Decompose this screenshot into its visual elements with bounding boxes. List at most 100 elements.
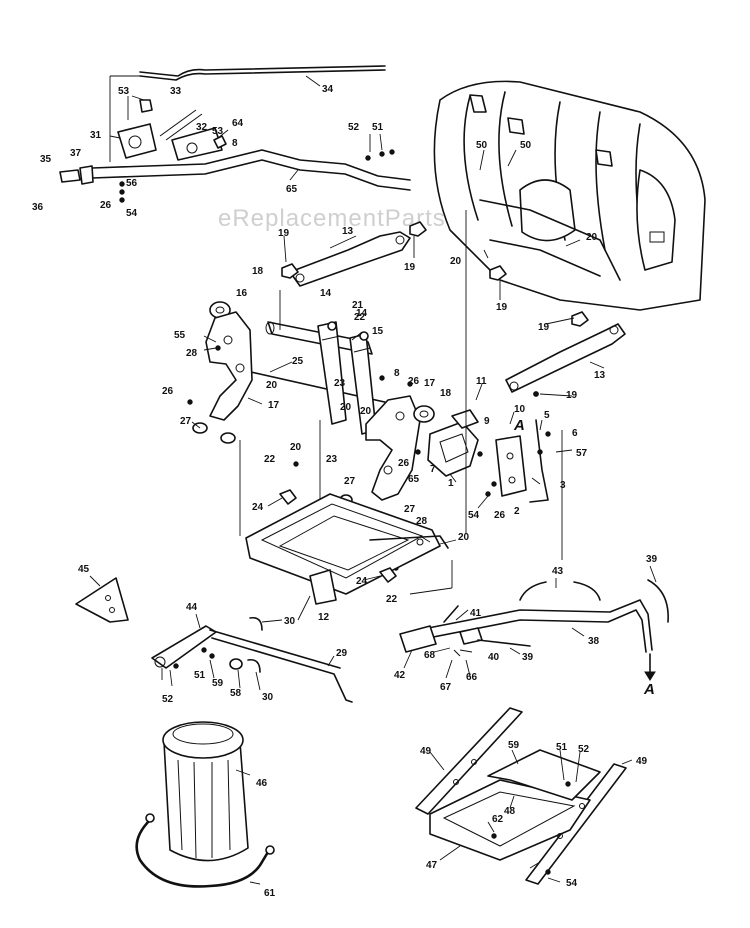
callout-9: 9 xyxy=(484,416,490,427)
callout-27-left: 27 xyxy=(180,416,192,427)
callout-28-right: 28 xyxy=(416,516,428,527)
callout-26-top: 26 xyxy=(100,200,112,211)
callout-31: 31 xyxy=(90,130,102,141)
part-24-nuts xyxy=(279,489,397,583)
part-31-bracket-assembly xyxy=(117,99,227,161)
part-17-left-plate xyxy=(205,311,253,421)
callout-42: 42 xyxy=(394,670,406,681)
callout-32: 32 xyxy=(196,122,208,133)
callout-55: 55 xyxy=(174,330,186,341)
callout-19-a: 19 xyxy=(278,228,290,239)
callout-52-mid: 52 xyxy=(162,694,174,705)
callout-14-left: 14 xyxy=(320,288,332,299)
callout-10: 10 xyxy=(514,404,526,415)
callout-48: 48 xyxy=(504,806,516,817)
callout-26-mid: 26 xyxy=(408,376,420,387)
callout-51-right: 51 xyxy=(556,742,568,753)
part-34-rod xyxy=(139,65,386,81)
part-12-frame xyxy=(245,493,449,605)
callout-45: 45 xyxy=(78,564,90,575)
callout-20-d: 20 xyxy=(360,406,372,417)
callout-46: 46 xyxy=(256,778,268,789)
callout-20-g: 20 xyxy=(340,402,352,413)
callout-25: 25 xyxy=(292,356,304,367)
callout-5: 5 xyxy=(544,410,550,421)
callout-65-top: 65 xyxy=(286,184,298,195)
callout-20-f: 20 xyxy=(458,532,470,543)
callout-65-mid: 65 xyxy=(408,474,420,485)
part-19-nuts xyxy=(281,221,589,397)
ref-letter-a-upper: A xyxy=(513,417,525,434)
part-61-cable xyxy=(135,813,275,888)
callout-41: 41 xyxy=(470,608,482,619)
callout-labels: 1 2 3 5 6 7 8 8 9 10 11 12 13 13 14 14 1… xyxy=(32,84,658,899)
callout-66: 66 xyxy=(466,672,478,683)
callout-38: 38 xyxy=(588,636,600,647)
part-2-bracket xyxy=(495,435,527,497)
callout-7: 7 xyxy=(430,464,436,475)
callout-49-left: 49 xyxy=(420,746,432,757)
arrow-head-a-lower xyxy=(644,671,656,681)
part-13-arm-lower xyxy=(505,323,626,393)
callout-64: 64 xyxy=(232,118,244,129)
part-3-rod xyxy=(529,419,549,503)
callout-24-left: 24 xyxy=(252,502,264,513)
callout-49-right: 49 xyxy=(636,756,648,767)
callout-51-mid: 51 xyxy=(194,670,206,681)
callout-30-top: 30 xyxy=(284,616,296,627)
callout-20-b: 20 xyxy=(586,232,598,243)
part-38-handle xyxy=(399,579,669,657)
callout-50-left: 50 xyxy=(476,140,488,151)
callout-19-b: 19 xyxy=(404,262,416,273)
callout-13-lower: 13 xyxy=(594,370,606,381)
callout-40: 40 xyxy=(488,652,500,663)
callout-51-top: 51 xyxy=(372,122,384,133)
callout-6: 6 xyxy=(572,428,578,439)
callout-33: 33 xyxy=(170,86,182,97)
callout-54-mid: 54 xyxy=(468,510,480,521)
callout-52-right: 52 xyxy=(578,744,590,755)
part-18-bushing xyxy=(413,405,435,423)
callout-1: 1 xyxy=(448,478,454,489)
callout-14-right: 14 xyxy=(356,308,368,319)
callout-68: 68 xyxy=(424,650,436,661)
callout-22-left: 22 xyxy=(264,454,276,465)
callout-15: 15 xyxy=(372,326,384,337)
callout-18-left: 18 xyxy=(252,266,264,277)
callout-30-bottom: 30 xyxy=(262,692,274,703)
callout-39-mid: 39 xyxy=(522,652,534,663)
callout-18-right: 18 xyxy=(440,388,452,399)
callout-23-b: 23 xyxy=(326,454,338,465)
callout-26-left: 26 xyxy=(162,386,174,397)
leader-lines xyxy=(89,75,657,885)
callout-58: 58 xyxy=(230,688,242,699)
callout-20-e: 20 xyxy=(290,442,302,453)
callout-36: 36 xyxy=(32,202,44,213)
callout-28-left: 28 xyxy=(186,348,198,359)
callout-34: 34 xyxy=(322,84,334,95)
part-65-shaft xyxy=(59,149,411,191)
callout-8-mid: 8 xyxy=(394,368,400,379)
callout-44: 44 xyxy=(186,602,198,613)
callout-2: 2 xyxy=(514,506,520,517)
callout-27-mid: 27 xyxy=(344,476,356,487)
callout-17-right: 17 xyxy=(424,378,436,389)
part-45-plate xyxy=(75,577,129,623)
callout-54-bottom: 54 xyxy=(566,878,578,889)
callout-62: 62 xyxy=(492,814,504,825)
callout-21: 21 xyxy=(352,300,364,311)
callout-27-right: 27 xyxy=(404,504,416,515)
callout-22-bottom: 22 xyxy=(386,594,398,605)
callout-19-e: 19 xyxy=(566,390,578,401)
callout-8-top: 8 xyxy=(232,138,238,149)
callout-20-c: 20 xyxy=(266,380,278,391)
callout-37: 37 xyxy=(70,148,82,159)
callout-47: 47 xyxy=(426,860,438,871)
hardware-cluster-top xyxy=(119,149,395,203)
callout-50-right: 50 xyxy=(520,140,532,151)
callout-52-top: 52 xyxy=(348,122,360,133)
callout-26-right: 26 xyxy=(494,510,506,521)
callout-13-upper: 13 xyxy=(342,226,354,237)
callout-17-left: 17 xyxy=(268,400,280,411)
